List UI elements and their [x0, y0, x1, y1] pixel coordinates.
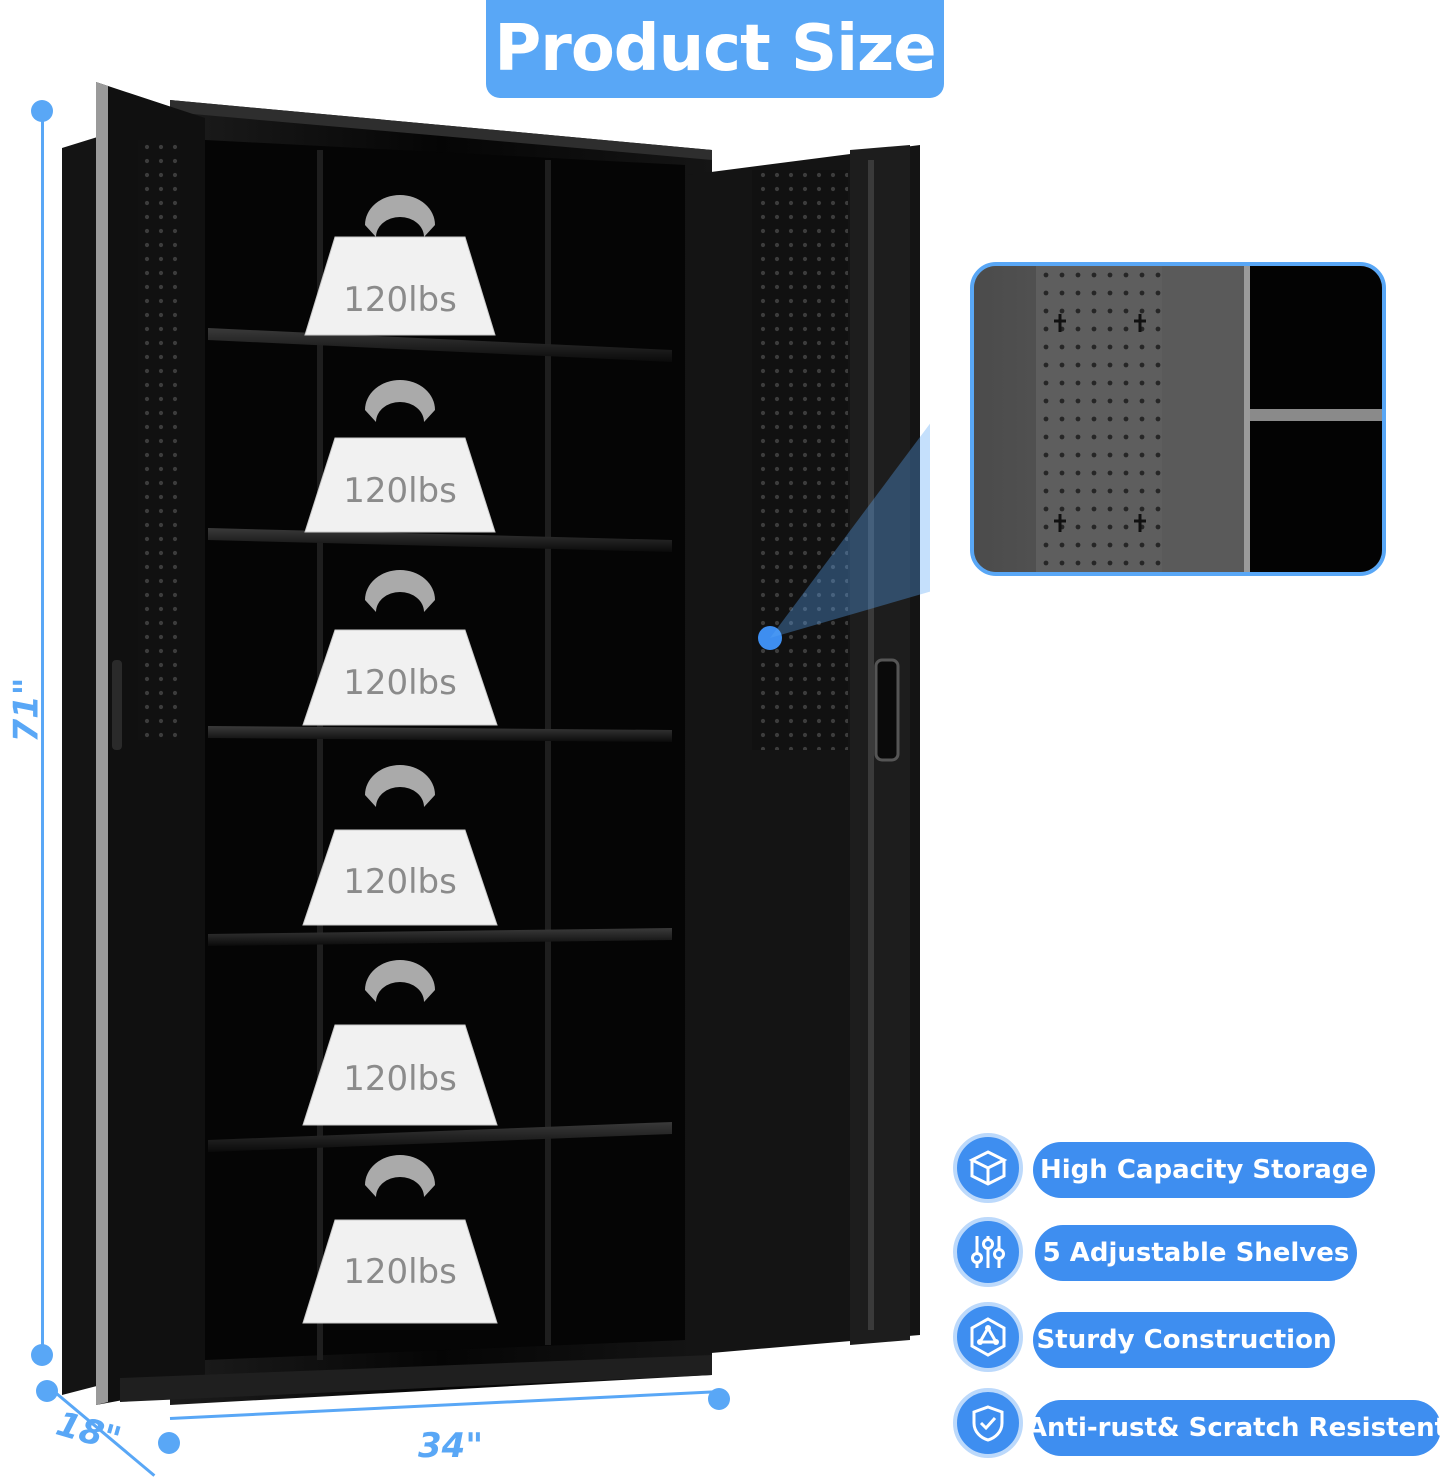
cube-icon	[968, 1150, 1008, 1186]
cabinet-base	[120, 1355, 712, 1402]
height-dimension-top-dot	[31, 100, 53, 122]
feature-pill-capacity: High Capacity Storage	[1033, 1142, 1375, 1198]
door-handle	[874, 658, 900, 762]
weight-label: 120lbs	[343, 862, 457, 902]
shelf-weights: 120lbs 120lbs 120lbs 120lbs 120lbs 120lb…	[302, 195, 498, 1324]
right-door-pegboard	[752, 170, 848, 750]
weight-label: 120lbs	[343, 1252, 457, 1292]
shield-icon	[972, 1405, 1004, 1442]
zoom-marker-dot	[758, 626, 782, 650]
depth-dimension-right-dot	[158, 1432, 180, 1454]
depth-dimension-left-dot	[36, 1380, 58, 1402]
height-dimension-bottom-dot	[31, 1344, 53, 1366]
weight-label: 120lbs	[343, 663, 457, 703]
feature-pill-construction: Sturdy Construction	[1033, 1312, 1335, 1368]
depth-dimension-label: 18"	[51, 1403, 126, 1461]
shelves	[208, 328, 672, 1152]
feature-icon-antirust	[953, 1388, 1023, 1458]
cabinet-illustration: 120lbs 120lbs 120lbs 120lbs 120lbs 120lb…	[62, 82, 930, 1405]
page-title: Product Size	[494, 12, 936, 86]
height-dimension-line	[41, 110, 44, 1356]
left-door-pegboard	[138, 140, 180, 740]
pegboard-zoom-inset	[970, 262, 1386, 576]
width-dimension-right-dot	[708, 1388, 730, 1410]
feature-icon-capacity	[953, 1133, 1023, 1203]
sliders-icon	[971, 1236, 1005, 1268]
structure-icon	[970, 1317, 1006, 1357]
cabinet-top-edge	[170, 100, 712, 160]
weight-label: 120lbs	[343, 471, 457, 511]
feature-pill-shelves: 5 Adjustable Shelves	[1035, 1225, 1357, 1281]
weight-label: 120lbs	[343, 1059, 457, 1099]
feature-icon-construction	[953, 1302, 1023, 1372]
feature-pill-antirust: Anti-rust& Scratch Resistent	[1027, 1400, 1445, 1456]
title-banner: Product Size	[486, 0, 944, 98]
width-dimension-label: 34"	[418, 1426, 484, 1466]
weight-label: 120lbs	[343, 280, 457, 320]
zoom-beam	[770, 423, 930, 638]
feature-icon-shelves	[953, 1217, 1023, 1287]
